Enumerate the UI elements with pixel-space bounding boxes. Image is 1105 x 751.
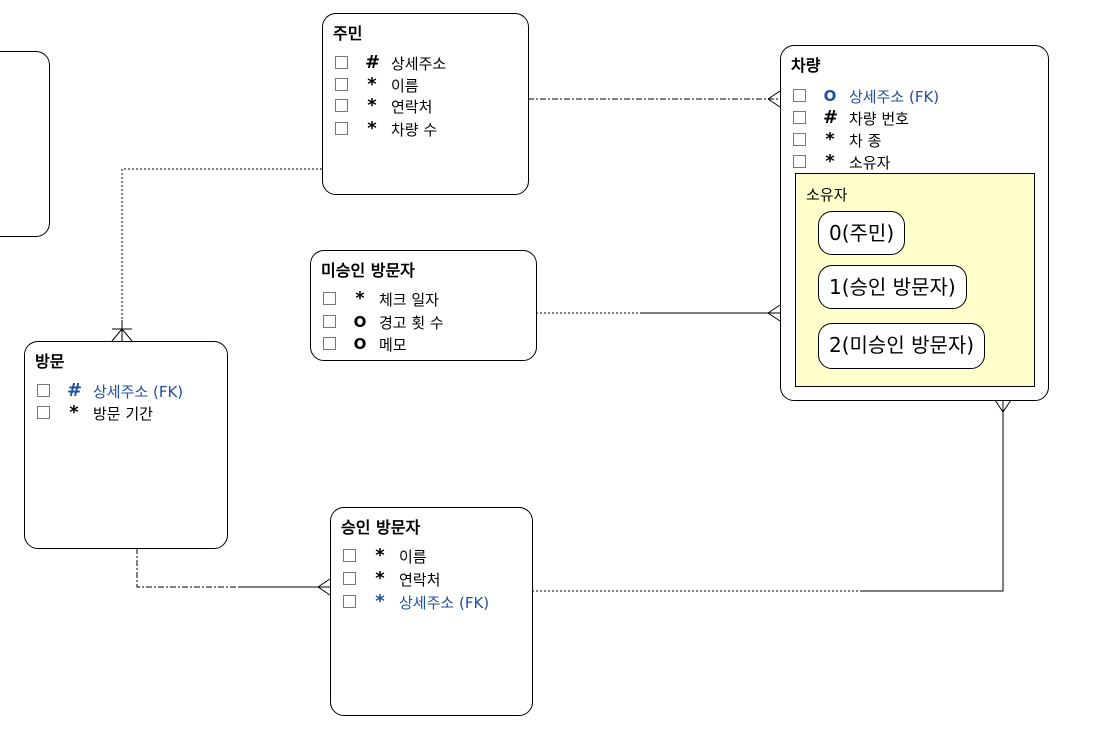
checkbox[interactable] bbox=[343, 595, 356, 608]
attribute-label: 이름 bbox=[399, 548, 427, 566]
entity-title: 방문 bbox=[35, 352, 65, 371]
attribute-label: 상세주소 bbox=[391, 55, 447, 73]
entity-title: 차량 bbox=[791, 56, 821, 75]
subtype-group[interactable]: 소유자 0(주민) 1(승인 방문자) 2(미승인 방문자) bbox=[795, 173, 1035, 387]
optional-marker: O bbox=[823, 87, 837, 105]
entity-title: 주민 bbox=[333, 24, 363, 43]
attribute-label: 경고 횟 수 bbox=[379, 314, 444, 332]
entity-resident[interactable]: 주민 # 상세주소 * 이름 * 연락처 * 차량 수 bbox=[322, 13, 529, 195]
checkbox[interactable] bbox=[323, 315, 336, 328]
partial-entity[interactable] bbox=[0, 51, 50, 237]
entity-vehicle[interactable]: 차량 O 상세주소 (FK) # 차량 번호 * 차 종 * 소유자 소유자 0… bbox=[780, 45, 1049, 401]
checkbox[interactable] bbox=[335, 122, 348, 135]
entity-approved-visitor[interactable]: 승인 방문자 * 이름 * 연락처 * 상세주소 (FK) bbox=[330, 507, 533, 716]
mandatory-marker: * bbox=[825, 151, 835, 172]
entity-title: 미승인 방문자 bbox=[321, 261, 415, 280]
entity-unapproved-visitor[interactable]: 미승인 방문자 * 체크 일자 O 경고 횟 수 O 메모 bbox=[310, 250, 537, 361]
mandatory-marker: * bbox=[375, 545, 385, 566]
checkbox[interactable] bbox=[37, 406, 50, 419]
mandatory-marker: * bbox=[375, 568, 385, 589]
checkbox[interactable] bbox=[37, 384, 50, 397]
rel-visit-approved bbox=[136, 548, 331, 596]
attribute-label: 이름 bbox=[391, 77, 419, 95]
rel-resident-visit bbox=[111, 168, 322, 342]
checkbox[interactable] bbox=[335, 78, 348, 91]
mandatory-marker: * bbox=[367, 118, 377, 139]
entity-title: 승인 방문자 bbox=[341, 518, 421, 537]
attribute-label: 상세주소 (FK) bbox=[93, 383, 184, 401]
key-marker: # bbox=[823, 107, 839, 128]
mandatory-marker: * bbox=[375, 591, 385, 612]
subtype-group-title: 소유자 bbox=[806, 186, 848, 204]
mandatory-marker: * bbox=[367, 74, 377, 95]
key-marker: # bbox=[365, 52, 381, 73]
attribute-label: 소유자 bbox=[849, 154, 891, 172]
subtype-resident[interactable]: 0(주민) bbox=[818, 211, 906, 255]
checkbox[interactable] bbox=[793, 111, 806, 124]
subtype-approved-visitor[interactable]: 1(승인 방문자) bbox=[818, 265, 967, 309]
checkbox[interactable] bbox=[343, 572, 356, 585]
rel-unapproved-vehicle bbox=[536, 304, 781, 322]
checkbox[interactable] bbox=[793, 89, 806, 102]
attribute-label: 상세주소 (FK) bbox=[399, 594, 490, 612]
attribute-label: 방문 기간 bbox=[93, 405, 153, 423]
attribute-label: 차량 번호 bbox=[849, 110, 909, 128]
mandatory-marker: * bbox=[367, 95, 377, 116]
checkbox[interactable] bbox=[793, 155, 806, 168]
entity-visit[interactable]: 방문 # 상세주소 (FK) * 방문 기간 bbox=[24, 341, 228, 549]
key-marker: # bbox=[67, 380, 83, 401]
checkbox[interactable] bbox=[323, 292, 336, 305]
mandatory-marker: * bbox=[69, 402, 79, 423]
attribute-label: 상세주소 (FK) bbox=[849, 88, 940, 106]
checkbox[interactable] bbox=[793, 133, 806, 146]
rel-resident-vehicle bbox=[528, 90, 781, 108]
attribute-label: 체크 일자 bbox=[379, 291, 439, 309]
checkbox[interactable] bbox=[343, 549, 356, 562]
rel-approved-vehicle bbox=[532, 399, 1012, 592]
attribute-label: 차 종 bbox=[849, 132, 882, 150]
mandatory-marker: * bbox=[825, 129, 835, 150]
optional-marker: O bbox=[353, 313, 367, 331]
subtype-unapproved-visitor[interactable]: 2(미승인 방문자) bbox=[818, 323, 986, 369]
checkbox[interactable] bbox=[335, 56, 348, 69]
attribute-label: 연락처 bbox=[399, 571, 441, 589]
checkbox[interactable] bbox=[335, 99, 348, 112]
attribute-label: 연락처 bbox=[391, 98, 433, 116]
attribute-label: 차량 수 bbox=[391, 121, 438, 139]
attribute-label: 메모 bbox=[379, 336, 407, 354]
optional-marker: O bbox=[353, 335, 367, 353]
checkbox[interactable] bbox=[323, 337, 336, 350]
mandatory-marker: * bbox=[355, 288, 365, 309]
